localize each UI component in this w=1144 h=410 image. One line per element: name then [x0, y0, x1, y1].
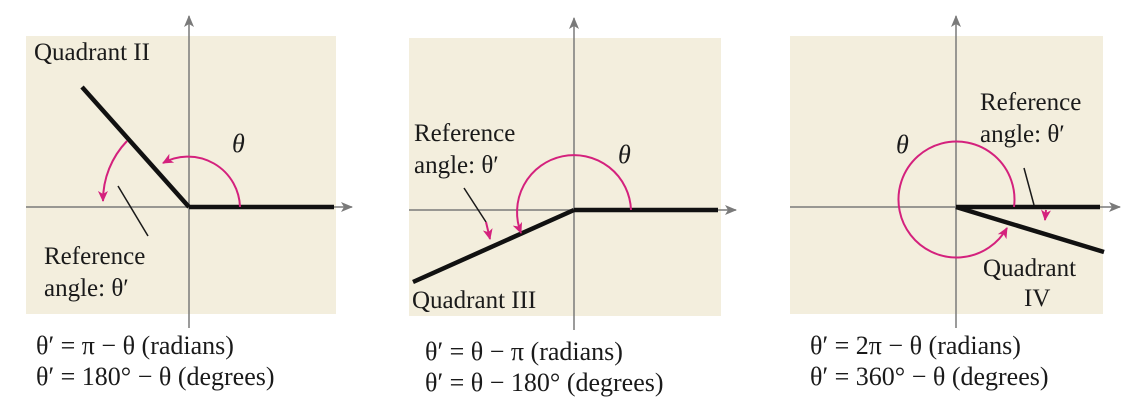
- terminal-side: [955, 204, 1105, 255]
- formula-radians: θ′ = θ − π (radians): [425, 337, 623, 366]
- theta-arc: [897, 140, 1016, 259]
- quadrant-label: Quadrant III: [412, 287, 536, 314]
- formula-degrees: θ′ = 180° − θ (degrees): [36, 362, 275, 391]
- reference-pointer-line: [463, 187, 487, 223]
- reference-label-line-1: Reference: [44, 243, 145, 270]
- reference-label-line-2: angle: θ′: [980, 121, 1065, 148]
- terminal-side: [412, 207, 575, 285]
- formula-block-quadrant-3: θ′ = θ − π (radians) θ′ = θ − 180° (degr…: [425, 336, 664, 398]
- panel-background: [26, 36, 336, 314]
- theta-label: θ: [232, 129, 245, 158]
- theta-arc: [162, 153, 241, 208]
- formula-block-quadrant-2: θ′ = π − θ (radians) θ′ = 180° − θ (degr…: [36, 330, 275, 392]
- formula-block-quadrant-4: θ′ = 2π − θ (radians) θ′ = 360° − θ (deg…: [810, 330, 1049, 392]
- formula-degrees: θ′ = 360° − θ (degrees): [810, 362, 1049, 391]
- reference-arrow-to-side: [1041, 209, 1051, 221]
- quadrant-label-line-1: Quadrant: [983, 255, 1076, 282]
- panel-quadrant-4: θ Reference angle: θ′ Quadrant IV: [790, 15, 1121, 328]
- formula-degrees: θ′ = θ − 180° (degrees): [425, 368, 664, 397]
- panel-background: [790, 36, 1103, 314]
- reference-label-line-1: Reference: [980, 89, 1081, 116]
- reference-label-line-2: angle: θ′: [414, 152, 499, 179]
- terminal-side: [80, 85, 191, 209]
- quadrant-label: Quadrant II: [34, 39, 150, 66]
- theta-label: θ: [618, 140, 631, 169]
- theta-arc: [512, 154, 632, 234]
- formula-radians: θ′ = π − θ (radians): [36, 331, 234, 360]
- reference-label-line-2: angle: θ′: [44, 275, 129, 302]
- quadrant-label-line-2: IV: [1024, 285, 1050, 312]
- panel-background: [409, 38, 721, 316]
- formula-radians: θ′ = 2π − θ (radians): [810, 331, 1021, 360]
- panel-quadrant-2: Quadrant II θ Reference angle: θ′: [26, 15, 353, 328]
- reference-label-line-1: Reference: [414, 120, 515, 147]
- reference-angle-arc: [97, 140, 128, 202]
- panel-quadrant-3: Reference angle: θ′ θ Quadrant III: [409, 17, 737, 330]
- theta-label: θ: [896, 130, 909, 159]
- reference-pointer-line: [1023, 167, 1035, 206]
- reference-arrow-to-side: [482, 221, 493, 240]
- reference-pointer-line: [117, 185, 149, 237]
